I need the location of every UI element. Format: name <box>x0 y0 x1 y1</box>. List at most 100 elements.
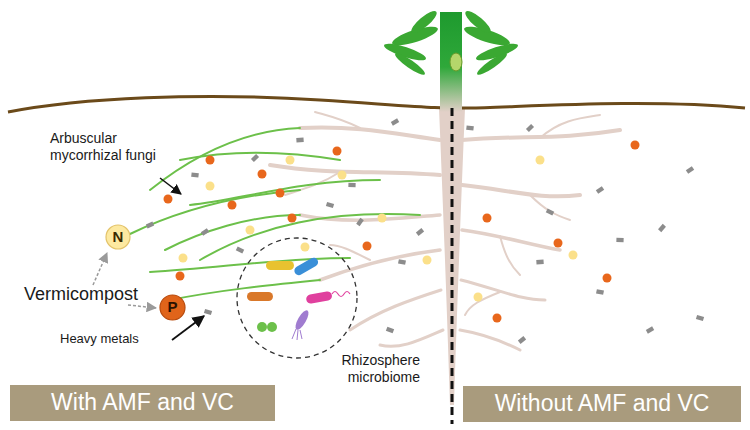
panel-band: Without AMF and VC <box>463 386 741 422</box>
metal-particle <box>146 221 155 228</box>
leaf <box>393 50 427 77</box>
metal-particle <box>325 200 335 209</box>
source-arrow <box>93 253 107 285</box>
lateral-root <box>462 130 620 140</box>
annotation-label: Rhizosphere microbiome <box>328 352 420 386</box>
panel-band: With AMF and VC <box>10 385 275 421</box>
node-text: With AMF and VC <box>51 390 234 415</box>
nutrient-dot <box>276 189 285 198</box>
metal-particle <box>595 288 605 297</box>
annotation-label: Arbuscular mycorrhizal fungi <box>50 130 178 164</box>
nutrient-dot <box>363 242 372 251</box>
annotation-label: Heavy metals <box>60 331 170 347</box>
nutrient-dot <box>206 156 215 165</box>
metal-particle <box>347 181 356 189</box>
metal-particle <box>190 171 200 179</box>
bacterium <box>247 292 273 301</box>
nutrient-dot <box>246 226 255 235</box>
metal-particle <box>296 136 305 143</box>
cilia <box>292 329 302 340</box>
nutrient-dot <box>258 170 267 179</box>
nutrient-dot <box>176 272 185 281</box>
rootlet <box>540 115 600 138</box>
bacterium <box>306 291 333 304</box>
nutrient-dot <box>493 314 502 323</box>
soil-surface <box>8 96 745 112</box>
metal-particle <box>525 123 535 132</box>
metal-particle <box>203 307 213 316</box>
metal-particle <box>390 118 399 126</box>
nutrient-dot <box>631 141 640 150</box>
rootlet <box>465 292 500 315</box>
node-text: P <box>167 299 177 316</box>
bacterium <box>266 261 294 270</box>
coccus <box>267 322 277 332</box>
metal-particle <box>595 186 605 194</box>
hypha <box>180 153 340 161</box>
rootlet <box>315 112 360 128</box>
plant-stem <box>440 12 462 112</box>
nutrient-dot <box>206 182 215 191</box>
nutrient-circle: P <box>159 294 186 321</box>
nutrient-dot <box>164 195 173 204</box>
metal-particle <box>385 325 395 335</box>
nitrogen-dots <box>179 156 578 302</box>
circle-shape <box>160 295 185 320</box>
seed-pod <box>450 53 462 71</box>
lateral-root <box>380 330 443 346</box>
nutrient-dot <box>483 214 492 223</box>
node-text: Without AMF and VC <box>495 391 710 416</box>
metal-particle <box>645 326 654 334</box>
microbiome-boundary <box>237 238 357 358</box>
lateral-root <box>460 330 520 350</box>
metal-particle <box>685 166 695 174</box>
metal-particle <box>397 258 407 267</box>
flagellum <box>332 292 350 297</box>
plant-leaves <box>383 8 520 78</box>
leaf <box>475 50 509 77</box>
leaf <box>463 8 494 36</box>
hypha <box>190 180 380 205</box>
metal-particle <box>695 313 705 322</box>
source-arrow <box>128 305 156 308</box>
lateral-root <box>462 185 580 196</box>
lateral-root <box>300 127 440 140</box>
nutrient-dot <box>333 147 342 156</box>
heavy-metal-particles <box>146 118 705 344</box>
hypha <box>170 280 320 300</box>
nutrient-dot <box>423 256 432 265</box>
bacterium <box>293 308 311 331</box>
node-text: N <box>113 229 124 246</box>
nutrient-dot <box>474 293 483 302</box>
nutrient-dot <box>286 156 295 165</box>
circle-shape <box>106 225 130 249</box>
metal-particle <box>235 245 245 255</box>
hypha <box>165 215 300 250</box>
metal-particle <box>657 223 667 233</box>
hypha <box>200 214 420 260</box>
metal-particle <box>250 153 260 162</box>
nutrient-dot <box>569 251 578 260</box>
lateral-root <box>462 230 560 250</box>
nutrient-dot <box>301 243 310 252</box>
metal-particle <box>517 336 527 345</box>
nutrient-dot <box>228 201 237 210</box>
bacterium <box>293 256 320 277</box>
nutrient-dot <box>536 156 545 165</box>
metal-particle <box>545 207 555 217</box>
nutrient-dot <box>179 254 188 263</box>
rootlet <box>500 236 520 275</box>
hypha <box>150 128 300 190</box>
metal-particle <box>355 217 365 227</box>
phosphorus-dots <box>164 141 640 323</box>
leaf <box>409 8 440 36</box>
nutrient-dot <box>378 214 387 223</box>
metal-particle <box>465 124 475 132</box>
annotation-label: Vermicompost <box>24 284 154 306</box>
nutrient-dot <box>288 214 297 223</box>
coccus <box>257 322 267 332</box>
nutrient-dot <box>603 274 612 283</box>
nutrient-circle: N <box>105 224 131 250</box>
nutrient-dot <box>338 171 347 180</box>
